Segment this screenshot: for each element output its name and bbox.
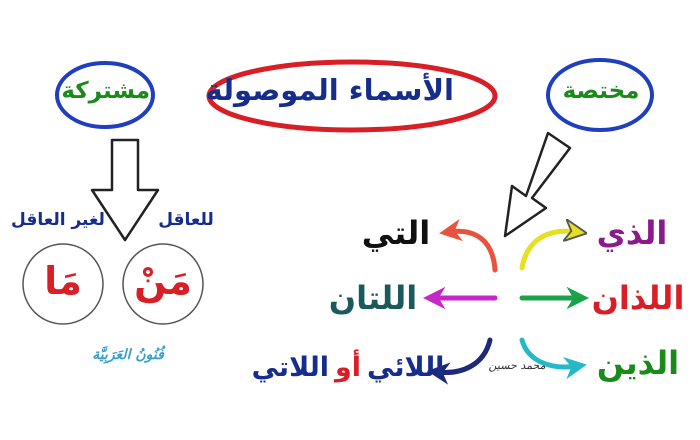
alladhina-word: الذين — [596, 344, 680, 382]
ma-word: مَا — [44, 259, 82, 303]
for-irrational-label: لغير العاقل — [11, 210, 105, 230]
arrow-to-allati-plural — [427, 337, 493, 385]
man-word: مَنْ — [134, 259, 192, 303]
signature: محمد حسين — [488, 359, 546, 372]
alladhan-word: اللذان — [591, 279, 685, 317]
arrow-to-alladhina — [519, 337, 587, 380]
specific-down-arrow — [503, 131, 572, 238]
allati-plural-word: اللاتي — [251, 352, 329, 383]
specific-category-label: مختصة — [562, 78, 640, 104]
allatan-word: اللتان — [328, 279, 418, 317]
man-circle — [122, 243, 204, 325]
allai-word: اللائي — [367, 352, 445, 383]
arrow-to-alladhi — [519, 231, 578, 271]
for-rational-label: للعاقل — [158, 210, 214, 230]
arrow-to-allati — [439, 218, 498, 273]
shared-category-label: مشتركة — [61, 78, 150, 104]
brand-logo-text: فُنُونُ العَرَبِيَّة — [92, 347, 164, 363]
ma-circle — [22, 243, 104, 325]
or-word: أو — [334, 352, 362, 383]
allati-plural-group: اللاتي أو اللائي — [252, 352, 445, 383]
shared-category-ellipse — [55, 61, 155, 129]
title-ellipse — [206, 59, 498, 133]
shared-down-arrow — [90, 138, 160, 242]
allati-word: التي — [361, 214, 431, 252]
alladhi-word: الذي — [596, 214, 668, 252]
specific-category-ellipse — [546, 58, 654, 132]
title-text: الأسماء الموصولة — [205, 73, 454, 107]
